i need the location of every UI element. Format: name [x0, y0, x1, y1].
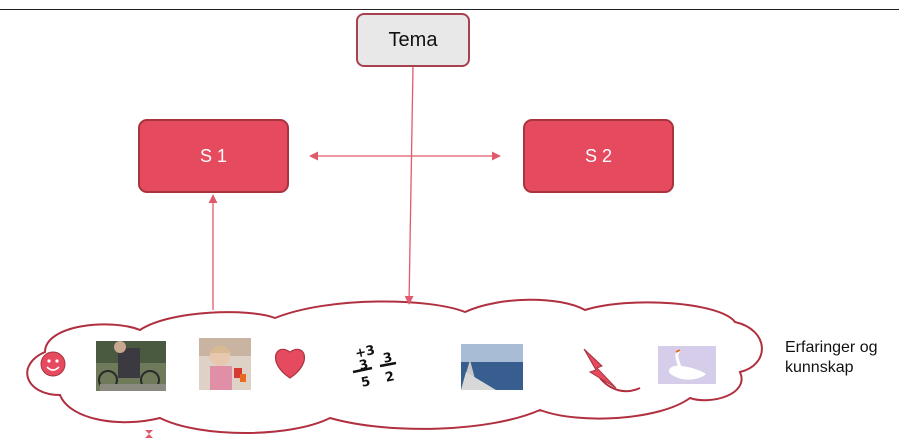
tema-to-cloud-connector	[404, 66, 414, 305]
s2-node: S 2	[523, 119, 674, 193]
hourglass-mark-icon	[145, 430, 153, 438]
s1-node: S 1	[138, 119, 289, 193]
child-playing-photo-icon	[199, 338, 251, 390]
svg-text:+3: +3	[354, 343, 377, 362]
fractions-icon: +3 3 5 3 2	[352, 343, 397, 391]
lightning-bolt-icon	[583, 348, 617, 389]
caption-line-2: kunnskap	[785, 359, 854, 376]
child-with-bicycle-photo-icon	[96, 341, 166, 391]
top-rule	[0, 9, 899, 10]
heart-icon	[274, 348, 306, 379]
boat-at-sea-photo-icon	[461, 344, 523, 390]
svg-text:3: 3	[358, 357, 370, 374]
smiley-face-icon	[40, 351, 66, 377]
svg-text:5: 5	[360, 374, 372, 391]
swan-picture-icon	[658, 346, 716, 384]
svg-text:2: 2	[384, 369, 396, 386]
experience-cloud	[26, 298, 763, 434]
tema-node: Tema	[356, 13, 470, 67]
experience-caption: Erfaringer og kunnskap	[785, 338, 897, 378]
caption-line-1: Erfaringer og	[785, 339, 878, 356]
svg-text:3: 3	[382, 350, 394, 367]
